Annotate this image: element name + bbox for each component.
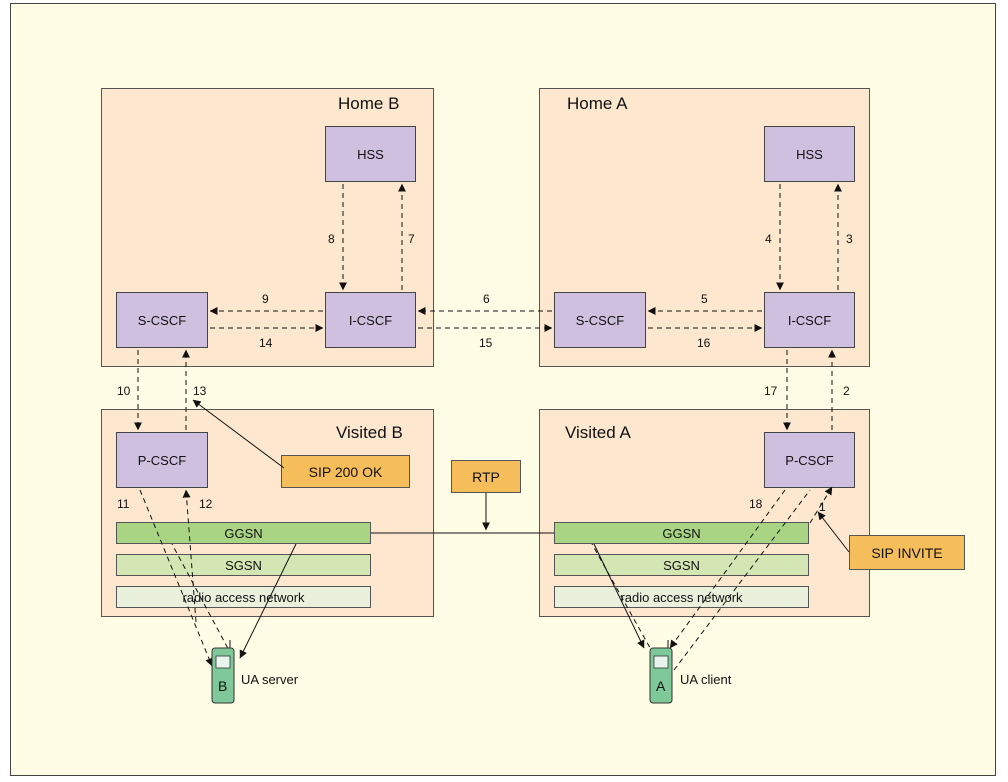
hss-a-node: HSS (764, 126, 855, 182)
ua-a-letter: A (656, 678, 666, 694)
step-18-arrow (669, 489, 786, 649)
ua-a-phone-icon (649, 640, 673, 704)
step-2-label: 2 (843, 384, 850, 398)
step-17-label: 17 (764, 384, 778, 398)
step-9-label: 9 (262, 292, 269, 306)
step-1-arrow (809, 486, 833, 524)
visited-b-title: Visited B (336, 423, 403, 442)
step-8-label: 8 (328, 232, 335, 246)
ua-b-phone-icon (211, 640, 235, 704)
visited-a-title: Visited A (565, 423, 631, 442)
step-7-label: 7 (408, 232, 415, 246)
sgsn-a-bar: SGSN (554, 554, 809, 576)
step-4-label: 4 (765, 232, 772, 246)
s-cscf-a-node: S-CSCF (554, 292, 646, 348)
step-18-label: 18 (749, 497, 763, 511)
ua-a-label: UA client (680, 672, 732, 687)
step-6-label: 6 (483, 292, 490, 306)
step-13-label: 13 (193, 384, 207, 398)
p-cscf-a-node: P-CSCF (764, 432, 855, 488)
ran-b-bar: radio access network (116, 586, 371, 608)
ran-b-to-ua-b (239, 543, 297, 659)
step-1-label: 1 (819, 500, 826, 514)
ran-a-bar: radio access network (554, 586, 809, 608)
sip-invite-pointer (817, 511, 850, 553)
rtp-note: RTP (451, 460, 521, 493)
step-11-arrow (139, 489, 213, 667)
step-12-label: 12 (199, 497, 213, 511)
i-cscf-a-node: I-CSCF (764, 292, 855, 348)
p-cscf-b-node: P-CSCF (116, 432, 208, 488)
sip-200-ok-pointer (192, 399, 285, 469)
ua-b-label: UA server (241, 672, 299, 687)
ggsn-b-bar: GGSN (116, 522, 371, 544)
step-11-label: 11 (117, 497, 130, 511)
home-b-title: Home B (338, 94, 400, 113)
s-cscf-b-node: S-CSCF (116, 292, 208, 348)
step-15-label: 15 (479, 336, 493, 350)
step-5-label: 5 (701, 292, 708, 306)
home-a-title: Home A (567, 94, 628, 113)
sip-invite-note: SIP INVITE (849, 535, 965, 570)
ran-a-to-ua-a (593, 543, 645, 649)
sip-200-ok-note: SIP 200 OK (281, 455, 410, 488)
hss-b-node: HSS (325, 126, 416, 182)
step-3-label: 3 (846, 232, 853, 246)
step-12-arrow (182, 489, 197, 623)
i-cscf-b-node: I-CSCF (325, 292, 416, 348)
step-14-label: 14 (259, 336, 273, 350)
step-10-label: 10 (117, 384, 131, 398)
step-16-label: 16 (697, 336, 711, 350)
ggsn-a-bar: GGSN (554, 522, 809, 544)
ua-b-letter: B (218, 678, 228, 694)
